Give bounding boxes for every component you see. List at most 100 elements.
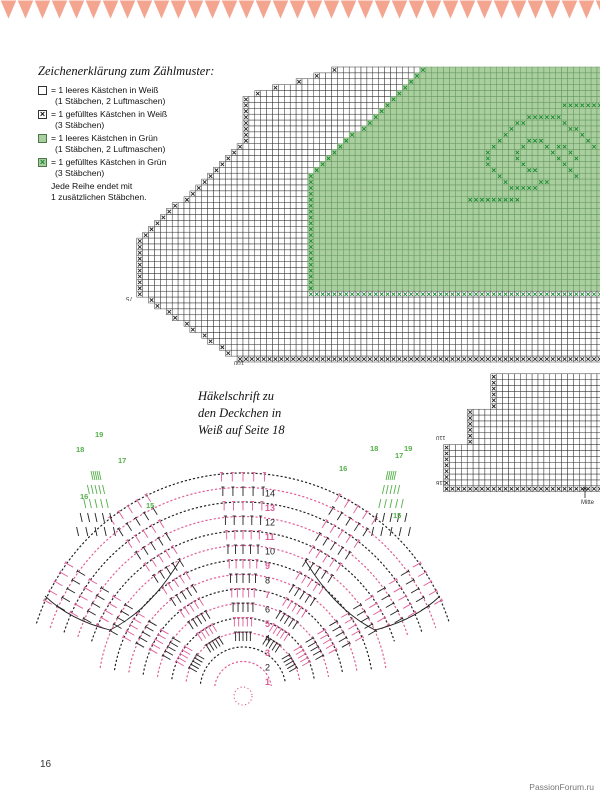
green-cell <box>466 119 474 127</box>
green-cell <box>472 149 480 156</box>
green-cell <box>319 226 326 233</box>
green-cell <box>437 113 444 121</box>
white-cell <box>289 220 297 227</box>
white-cell <box>354 302 362 310</box>
green-cell <box>413 119 421 127</box>
green-cell <box>348 167 356 174</box>
green-cell <box>419 202 427 209</box>
green-cell <box>354 237 362 245</box>
green-cell <box>520 255 527 262</box>
white-cell <box>555 403 562 410</box>
white-cell <box>254 320 261 327</box>
green-cell <box>573 196 580 203</box>
white-filled-mark <box>479 486 485 491</box>
green-cell <box>431 243 438 251</box>
white-cell <box>160 267 167 274</box>
stitch-mark <box>200 630 207 639</box>
white-cell <box>254 302 261 310</box>
green-cell <box>490 108 497 115</box>
stitch-mark <box>54 580 63 587</box>
green-cell <box>413 237 421 245</box>
row-label-110: 110 <box>436 434 446 440</box>
green-cell <box>313 208 320 215</box>
white-cell <box>584 456 592 463</box>
white-filled-mark <box>190 327 195 332</box>
green-cell <box>313 243 320 251</box>
white-cell <box>354 326 362 333</box>
green-cell <box>413 285 421 292</box>
green-cell <box>407 149 415 156</box>
green-cell <box>561 172 568 180</box>
green-cell <box>461 66 468 74</box>
green-cell <box>331 261 338 268</box>
white-cell <box>555 338 562 345</box>
green-cell <box>508 155 515 162</box>
green-cell <box>419 125 427 133</box>
white-cell <box>307 338 315 345</box>
white-cell <box>579 349 586 357</box>
green-cell <box>384 143 391 150</box>
white-filled-mark <box>226 156 231 161</box>
white-cell <box>284 131 291 139</box>
green-cell <box>325 220 332 227</box>
white-cell <box>289 161 297 168</box>
white-cell <box>514 438 521 445</box>
green-cell <box>543 172 551 180</box>
white-cell <box>478 438 486 445</box>
white-cell <box>455 308 462 316</box>
green-cell <box>325 167 332 174</box>
green-cell <box>514 202 521 209</box>
stitch-bar <box>316 581 320 585</box>
white-cell <box>266 332 273 339</box>
green-cell <box>413 137 421 144</box>
green-cell <box>419 119 427 127</box>
white-cell <box>266 320 273 327</box>
white-cell <box>567 420 574 428</box>
green-cell <box>543 155 551 162</box>
stitch-bar <box>407 569 410 573</box>
white-cell <box>343 302 350 310</box>
white-cell <box>419 296 427 304</box>
green-cell <box>549 161 556 168</box>
green-cell <box>490 285 497 292</box>
green-cell <box>402 285 409 292</box>
stitch-bar <box>361 635 365 639</box>
white-cell <box>561 414 568 422</box>
stitch-bar <box>103 608 107 612</box>
white-cell <box>543 420 551 428</box>
stitch-mark <box>271 642 278 651</box>
green-cell <box>496 178 503 186</box>
green-cell <box>561 208 568 215</box>
white-cell <box>525 391 533 398</box>
green-cell <box>425 161 433 168</box>
stitch-bar <box>354 623 358 627</box>
green-cell <box>514 137 521 144</box>
green-cell <box>384 131 391 139</box>
row-label-100: 100 <box>234 359 245 365</box>
green-cell <box>366 285 374 292</box>
green-cell <box>567 249 574 257</box>
green-cell <box>490 208 497 215</box>
stitch-bar <box>133 516 138 520</box>
white-cell <box>189 308 197 316</box>
white-cell <box>166 302 173 310</box>
white-cell <box>525 444 533 451</box>
green-cell <box>478 243 486 251</box>
white-cell <box>236 344 244 351</box>
stitch-mark <box>159 570 165 579</box>
green-cell <box>567 255 574 262</box>
green-cell <box>372 267 379 274</box>
stitch-mark <box>193 600 200 609</box>
white-cell <box>189 237 197 245</box>
round-number: 8 <box>265 576 270 586</box>
white-cell <box>354 119 362 127</box>
white-cell <box>284 273 291 280</box>
stitch-mark <box>387 470 391 481</box>
green-cell <box>419 167 427 174</box>
green-cell <box>508 255 515 262</box>
green-cell <box>455 285 462 292</box>
green-cell <box>584 78 592 85</box>
green-cell <box>584 161 592 168</box>
white-cell <box>278 143 285 150</box>
green-cell <box>555 208 562 215</box>
